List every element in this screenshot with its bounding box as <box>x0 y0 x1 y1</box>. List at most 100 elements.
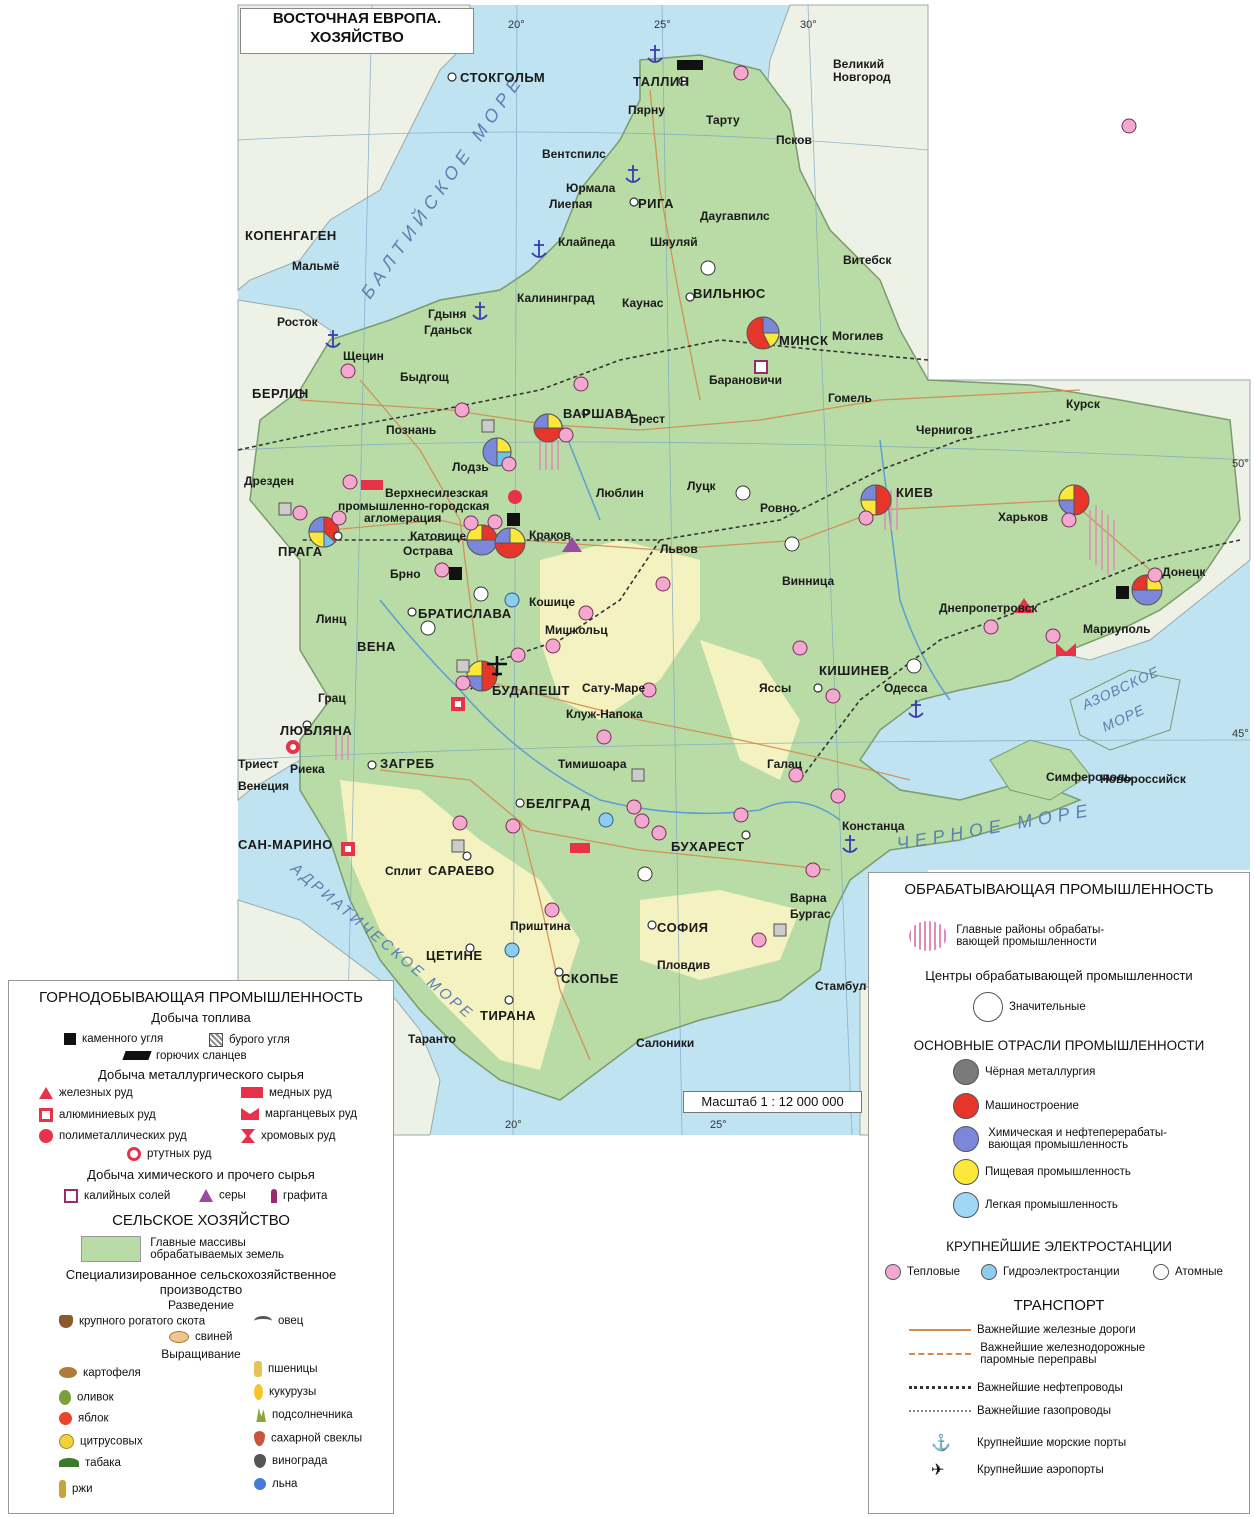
city-liepaya: Лиепая <box>549 197 592 211</box>
map-title: ВОСТОЧНАЯ ЕВРОПА. ХОЗЯЙСТВО <box>240 8 474 54</box>
city-zagreb: ЗАГРЕБ <box>380 756 435 771</box>
shale-swatch <box>122 1051 152 1061</box>
city-trieste: Триест <box>238 757 279 771</box>
city-timishoara: Тимишоара <box>558 757 627 771</box>
city-klaipeda: Клайпеда <box>558 235 616 249</box>
city-brest: Брест <box>630 412 665 426</box>
legend-metal-title: Добыча металлургического сырья <box>98 1067 304 1082</box>
city-poznan: Познань <box>386 423 436 437</box>
city-galats: Галац <box>767 757 803 771</box>
crop-grape: винограда <box>254 1454 327 1468</box>
flax-icon <box>254 1478 266 1490</box>
city-odessa: Одесса <box>884 681 928 695</box>
legend-sulfur: серы <box>199 1189 246 1202</box>
rivers <box>379 419 951 821</box>
crop-citrus: цитрусовых <box>59 1434 143 1449</box>
city-shchetsin: Щецин <box>343 349 384 363</box>
city-kopenhagen: КОПЕНГАГЕН <box>245 228 337 243</box>
industrial-regions <box>335 440 1115 760</box>
potash-swatch <box>64 1189 78 1203</box>
crop-sugar-beet: сахарной свеклы <box>254 1431 362 1446</box>
city-kaliningrad: Калининград <box>517 291 595 305</box>
legend-mercury: ртутных руд <box>127 1147 211 1161</box>
oil-swatch <box>909 1386 971 1390</box>
city-skopye: СКОПЬЕ <box>561 971 619 986</box>
significant-center-swatch <box>973 992 1003 1022</box>
city-malmo: Мальмё <box>292 259 340 273</box>
sulfur-swatch <box>199 1189 213 1202</box>
tobacco-icon <box>59 1458 79 1468</box>
city-baranovichi: Барановичи <box>709 373 782 387</box>
power-stations <box>292 65 1163 948</box>
legend-significant: Значительные <box>973 992 1086 1022</box>
ports <box>325 45 924 853</box>
legend-nuclear: Атомные <box>1153 1264 1223 1280</box>
city-belgrad: БЕЛГРАД <box>526 796 591 811</box>
city-chernigov: Чернигов <box>916 423 973 437</box>
city-pskov: Псков <box>776 133 812 147</box>
ferry-swatch <box>909 1353 971 1355</box>
zone-carpathian <box>700 640 800 780</box>
city-saloniki: Салоники <box>636 1036 694 1050</box>
legend-manganese: марганцевых руд <box>241 1108 357 1120</box>
city-lutsk: Луцк <box>687 479 716 493</box>
crop-rye: ржи <box>59 1480 93 1498</box>
center-praga <box>308 516 340 548</box>
city-yassy: Яссы <box>759 681 791 695</box>
legend-rail: Важнейшие железные дороги <box>909 1324 1136 1336</box>
light-swatch <box>953 1192 979 1218</box>
city-lyublin: Люблин <box>596 486 644 500</box>
citrus-icon <box>59 1434 74 1449</box>
city-labels: СТОКГОЛЬМ ТАЛЛИН Пярну Тарту Псков Велик… <box>238 57 1206 1050</box>
crop-flax: льна <box>254 1478 297 1490</box>
city-mariupol: Мариуполь <box>1083 622 1150 636</box>
city-minsk: МИНСК <box>779 333 828 348</box>
crop-tobacco: табака <box>59 1457 121 1469</box>
city-gdansk: Гданьск <box>424 323 473 337</box>
city-mogilev: Могилев <box>832 329 883 343</box>
sheep-icon <box>254 1315 272 1326</box>
city-saraevo: САРАЕВО <box>428 863 495 878</box>
city-grats: Грац <box>318 691 346 705</box>
airplane-icon: ✈ <box>931 1462 945 1479</box>
food-swatch <box>953 1159 979 1185</box>
lon-20-top: 20° <box>508 19 525 31</box>
city-bratislava: БРАТИСЛАВА <box>418 606 512 621</box>
city-tallinn: ТАЛЛИН <box>633 74 690 89</box>
legend-shale: горючих сланцев <box>122 1050 247 1062</box>
crop-olive: оливок <box>59 1390 114 1405</box>
legend-pigs: свиней <box>169 1331 232 1343</box>
city-mishkolts: Мишкольц <box>545 623 608 637</box>
city-rovno: Ровно <box>760 501 797 515</box>
legend-iron: железных руд <box>39 1087 133 1099</box>
city-yurmala: Юрмала <box>566 181 616 195</box>
lon-30-top: 30° <box>800 19 817 31</box>
corn-icon <box>254 1384 263 1400</box>
lat-45: 45° <box>1232 728 1249 740</box>
grape-icon <box>254 1454 266 1468</box>
city-klyuzh: Клуж-Напока <box>566 707 643 721</box>
city-buharest: БУХАРЕСТ <box>671 839 745 854</box>
city-daugavpils: Даугавпилс <box>700 209 770 223</box>
city-cetine: ЦЕТИНЕ <box>426 948 483 963</box>
city-burgas: Бургас <box>790 907 831 921</box>
city-doneck: Донецк <box>1162 565 1206 579</box>
center-minsk <box>746 316 780 350</box>
legend-chrome: хромовых руд <box>241 1129 336 1143</box>
legend-polymetal: полиметаллических руд <box>39 1129 187 1143</box>
mercury-swatch <box>127 1147 141 1161</box>
city-varna: Варна <box>790 891 827 905</box>
machine-swatch <box>953 1093 979 1119</box>
city-simferopol: Симферополь <box>1046 770 1132 784</box>
lon-25-bottom: 25° <box>710 1119 727 1131</box>
city-vilnius: ВИЛЬНЮС <box>693 286 766 301</box>
graphite-swatch <box>271 1189 277 1203</box>
center-budapest <box>466 660 498 692</box>
hydro-stations <box>504 592 614 958</box>
crop-wheat: пшеницы <box>254 1361 317 1377</box>
center-warsaw <box>533 413 563 443</box>
city-brno: Брно <box>390 567 421 581</box>
ferrous-swatch <box>953 1059 979 1085</box>
city-san-marino: САН-МАРИНО <box>238 837 333 852</box>
legend-transport-title: ТРАНСПОРТ <box>1013 1297 1105 1314</box>
